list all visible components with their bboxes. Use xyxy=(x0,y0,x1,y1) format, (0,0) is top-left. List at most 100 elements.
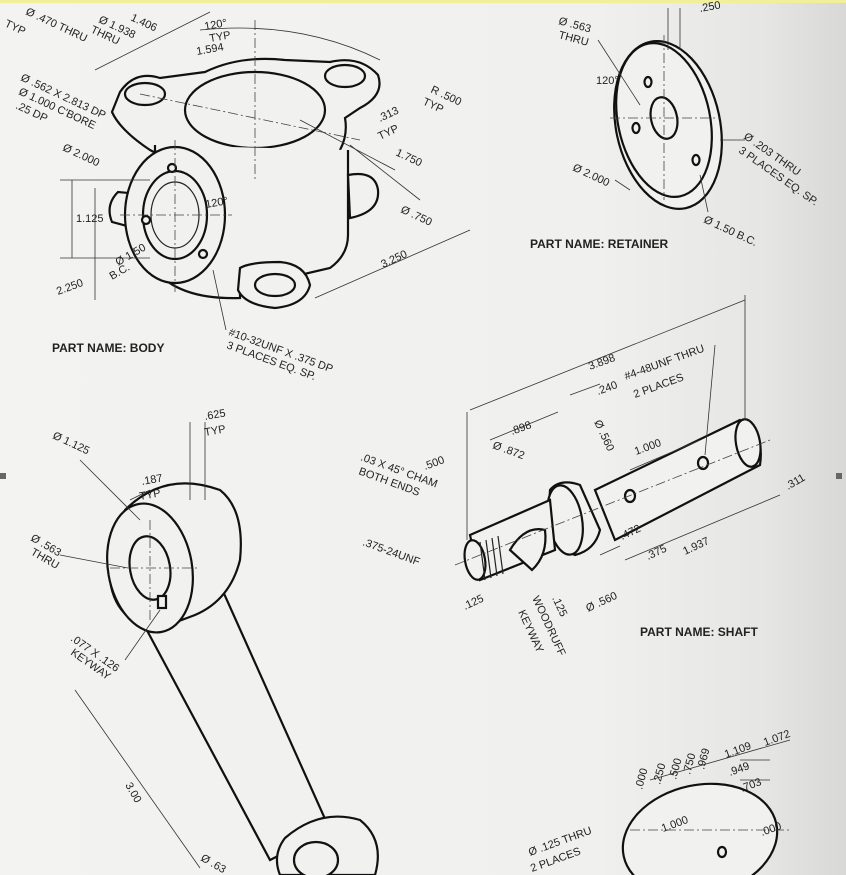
arm-dim-line-300 xyxy=(74,689,201,869)
shaft-tap-hole-1 xyxy=(623,488,637,504)
arm-dim-300: 3.00 xyxy=(122,781,143,806)
body-tap-hole-2 xyxy=(140,214,152,226)
shaft-dim-240: .240 xyxy=(595,379,619,398)
plate-dim-750: .750 xyxy=(681,752,698,776)
plate-dim-line-top xyxy=(649,739,791,781)
shaft-centerline xyxy=(454,439,771,566)
retainer-hole-1 xyxy=(643,75,653,89)
shaft-dim-line-240 xyxy=(569,383,601,396)
body-tap-hole-3 xyxy=(197,248,209,260)
body-dim-2250: 2.250 xyxy=(55,277,85,298)
arm-leader-keyway xyxy=(124,609,161,661)
retainer-part: Ø .563 THRU .250 120° Ø 2.000 Ø .203 THR… xyxy=(530,0,820,251)
arm-leader-1125 xyxy=(79,459,141,521)
arm-dim-625: .625 xyxy=(203,407,226,423)
retainer-hole-2 xyxy=(631,121,641,135)
shaft-dim-line-1937 xyxy=(624,494,781,561)
shaft-dim-1000: 1.000 xyxy=(633,437,663,458)
retainer-part-name: PART NAME: RETAINER xyxy=(530,237,669,251)
body-dim-1750: 1.750 xyxy=(394,147,424,170)
shaft-tap-hole-2 xyxy=(696,455,710,471)
body-dim-bc: B.C. xyxy=(108,262,133,283)
body-part-name: PART NAME: BODY xyxy=(52,341,164,355)
retainer-leader-bc xyxy=(699,174,709,213)
plate-dim-1109: 1.109 xyxy=(723,740,753,761)
arm-dim-187: .187 xyxy=(140,472,163,488)
shaft-thread-lines xyxy=(479,535,504,581)
shaft-dim-line-472 xyxy=(599,545,621,556)
shaft-dim-thread: .375-24UNF xyxy=(361,537,422,569)
retainer-leader-2000 xyxy=(614,179,631,191)
shaft-part-name: PART NAME: SHAFT xyxy=(640,625,758,639)
shaft-part: 3.898 .240 #4-48UNF THRU 2 PLACES .898 Ø… xyxy=(357,295,807,658)
arm-bottom-bore xyxy=(292,840,340,875)
shaft-dim-line-1000 xyxy=(629,439,701,471)
body-part: 1.406 Ø 1.938 THRU Ø .470 THRU TYP 120° … xyxy=(3,6,471,383)
shaft-dim-line-898 xyxy=(489,411,559,441)
shaft-dim-375: .375 xyxy=(644,543,668,563)
shaft-dim-898: .898 xyxy=(509,419,533,438)
retainer-dim-250: .250 xyxy=(698,0,721,15)
arm-dim-typ: TYP xyxy=(203,423,226,439)
plate-dim-1072: 1.072 xyxy=(762,728,792,749)
shaft-dim-125a: .125 xyxy=(461,593,485,613)
shaft-dim-125b: .125 xyxy=(549,594,569,618)
arm-dim-typ2: TYP xyxy=(138,487,161,503)
plate-dim-000a: .000 xyxy=(633,767,650,791)
shaft-dim-311: .311 xyxy=(784,472,808,493)
retainer-leader-563 xyxy=(597,39,641,106)
plate-dim-500: .500 xyxy=(667,757,684,781)
arm-dim-line-187 xyxy=(129,489,151,501)
arm-dim-bottom: Ø .63 xyxy=(199,852,228,875)
body-dim-typ2: TYP xyxy=(208,29,231,45)
body-dim-1594: 1.594 xyxy=(195,41,224,58)
shaft-thread-end xyxy=(463,539,487,581)
retainer-dim-2000: Ø 2.000 xyxy=(571,162,612,189)
body-dim-2000: Ø 2.000 xyxy=(61,142,102,169)
shaft-dim-1937: 1.937 xyxy=(681,535,711,558)
body-lower-lug-right xyxy=(346,172,380,220)
retainer-dim-bc: Ø 1.50 B.C. xyxy=(702,214,759,249)
body-dim-313: .313 xyxy=(376,105,400,125)
body-dim-line-1750 xyxy=(299,119,396,171)
body-dim-1125: 1.125 xyxy=(76,213,104,225)
shaft-dim-3898: 3.898 xyxy=(587,352,617,373)
body-dim-470: Ø .470 THRU xyxy=(24,6,89,45)
shaft-dim-872: Ø .872 xyxy=(491,440,526,463)
top-edge-line xyxy=(0,0,846,3)
arm-leader-563 xyxy=(59,554,129,569)
retainer-hole-3 xyxy=(691,153,701,167)
body-leader-tap xyxy=(212,269,227,331)
body-dim-line-3250 xyxy=(314,229,471,299)
plate-dim-969: .969 xyxy=(695,747,712,771)
body-lower-lug-hole xyxy=(253,272,297,298)
arm-part: Ø 1.125 .625 TYP .187 TYP Ø .563 THRU .0… xyxy=(29,407,379,875)
body-tap-hole-1 xyxy=(166,162,178,174)
body-dim-typ4: TYP xyxy=(376,123,400,143)
plate-part: .000 .250 .500 .750 .969 1.109 1.072 .94… xyxy=(527,728,792,875)
retainer-dim-120: 120° xyxy=(596,75,619,87)
body-dim-120: 120° xyxy=(203,17,228,33)
body-dim-120b: 120° xyxy=(204,195,229,211)
body-dim-line-750 xyxy=(349,144,421,201)
body-arc-120 xyxy=(199,27,381,61)
plate-dim-250: .250 xyxy=(651,762,668,786)
body-dim-line-1406 xyxy=(94,11,211,71)
plate-disc xyxy=(621,782,779,875)
body-lug-hole-right xyxy=(323,63,367,89)
body-dim-typ: TYP xyxy=(3,18,27,38)
shaft-leader-tap xyxy=(704,344,716,456)
arm-keyway-slot xyxy=(156,594,168,610)
shaft-dim-560a: Ø .560 xyxy=(591,418,616,453)
right-edge-marker xyxy=(836,473,842,479)
shaft-dim-560b: Ø .560 xyxy=(584,590,619,615)
body-dim-3250: 3.250 xyxy=(379,248,409,271)
shaft-end-face xyxy=(734,418,762,468)
body-dim-750: Ø .750 xyxy=(399,204,434,229)
plate-hole xyxy=(716,845,728,859)
plate-dim-949: .949 xyxy=(727,760,751,779)
arm-dim-1125: Ø 1.125 xyxy=(51,430,92,457)
shaft-dim-line-3898 xyxy=(469,299,746,411)
